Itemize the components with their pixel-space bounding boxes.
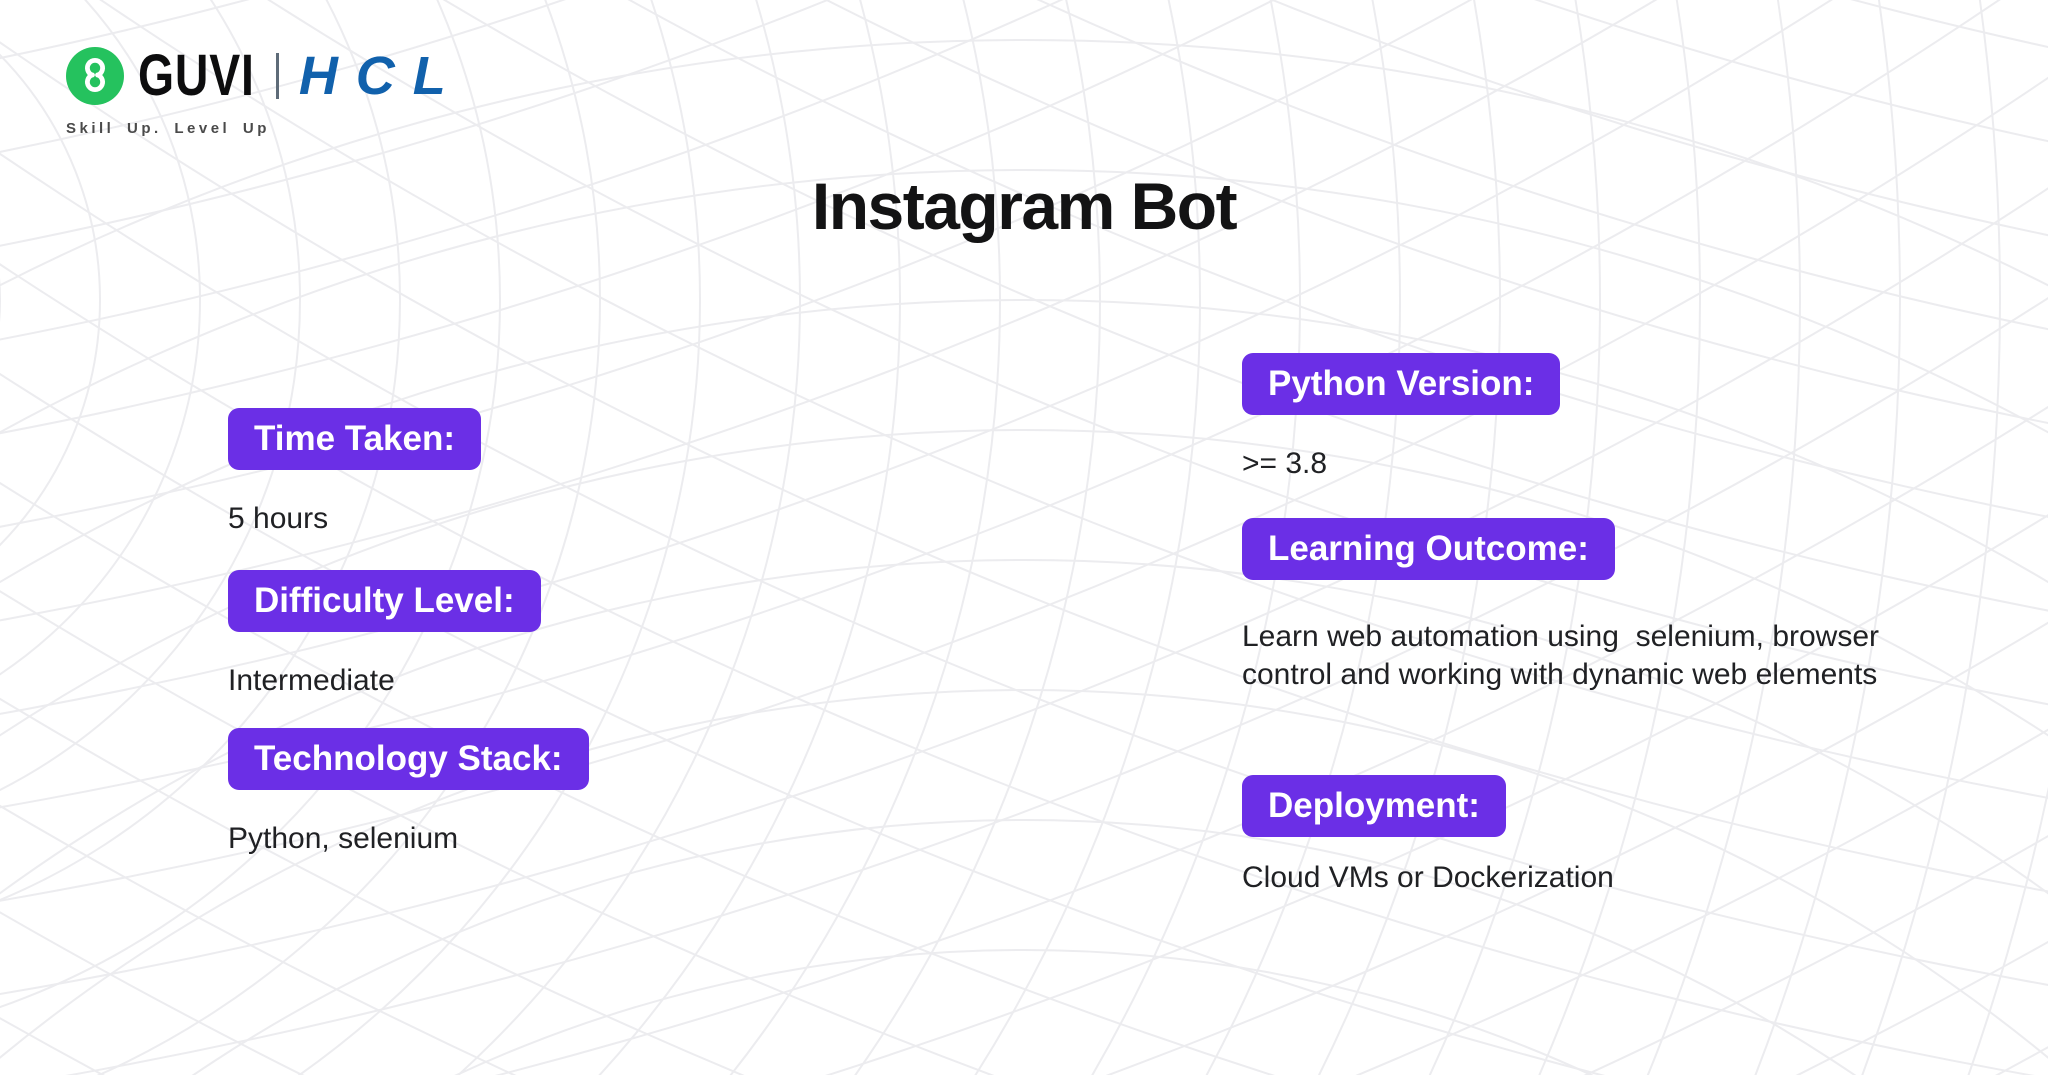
- info-group-learning-outcome: Learning Outcome: Learn web automation u…: [1242, 518, 1977, 694]
- info-group-time-taken: Time Taken: 5 hours: [228, 408, 481, 538]
- badge-learning-outcome: Learning Outcome:: [1242, 518, 1615, 580]
- badge-technology-stack: Technology Stack:: [228, 728, 589, 790]
- value-learning-outcome: Learn web automation using selenium, bro…: [1242, 620, 1888, 691]
- value-deployment: Cloud VMs or Dockerization: [1242, 861, 1614, 894]
- brand-divider: [275, 53, 279, 99]
- value-time-taken: 5 hours: [228, 502, 329, 535]
- value-difficulty-level: Intermediate: [228, 664, 395, 697]
- page-title: Instagram Bot: [811, 169, 1238, 243]
- guvi-wordmark: GUVI: [138, 43, 255, 108]
- brand-tagline: Skill Up. Level Up: [66, 120, 270, 137]
- brand-row: GUVI HCL: [66, 46, 464, 106]
- value-python-version: >= 3.8: [1242, 447, 1328, 480]
- value-technology-stack: Python, selenium: [228, 822, 459, 855]
- guvi-g-icon: [66, 47, 124, 105]
- info-group-technology-stack: Technology Stack: Python, selenium: [228, 728, 589, 858]
- badge-deployment: Deployment:: [1242, 775, 1506, 837]
- badge-time-taken: Time Taken:: [228, 408, 481, 470]
- badge-python-version: Python Version:: [1242, 353, 1561, 415]
- info-group-difficulty-level: Difficulty Level: Intermediate: [228, 570, 541, 700]
- badge-difficulty-level: Difficulty Level:: [228, 570, 541, 632]
- info-group-deployment: Deployment: Cloud VMs or Dockerization: [1242, 775, 1614, 897]
- info-group-python-version: Python Version: >= 3.8: [1242, 353, 1561, 483]
- brand-header: GUVI HCL Skill Up. Level Up: [66, 46, 464, 137]
- hcl-wordmark: HCL: [298, 46, 464, 106]
